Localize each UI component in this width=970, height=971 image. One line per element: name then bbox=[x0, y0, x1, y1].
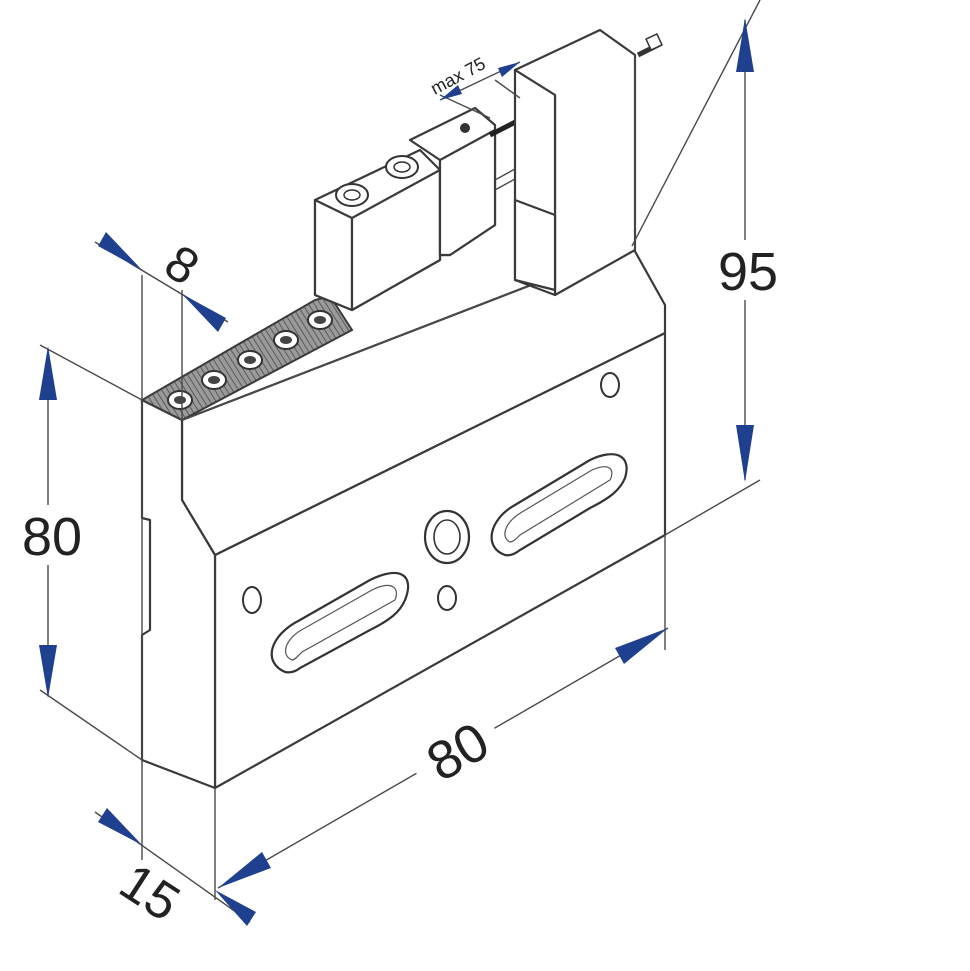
dim-15-label: 15 bbox=[109, 853, 189, 933]
terminal-screw-1 bbox=[167, 390, 193, 410]
small-hole-center bbox=[437, 585, 457, 611]
clamp-block-middle bbox=[408, 106, 537, 257]
dim-95-arrow-top bbox=[736, 18, 754, 72]
dim-15-arrow-left bbox=[98, 808, 142, 845]
dim-80v-arrow-top bbox=[39, 346, 57, 400]
dim-95: 95 bbox=[710, 18, 782, 482]
terminal-screw-2 bbox=[201, 370, 227, 390]
dim-15-arrow-right bbox=[215, 890, 256, 926]
terminal-screws bbox=[167, 310, 333, 410]
dim-8-arrow-right bbox=[182, 294, 226, 332]
dim-8-arrow-left bbox=[98, 232, 142, 270]
dim-80h-arrow-right bbox=[615, 628, 668, 664]
center-boss-hole bbox=[423, 509, 471, 565]
small-hole-upper-right bbox=[600, 372, 620, 398]
dim-80-vertical-label: 80 bbox=[22, 507, 82, 567]
small-holes bbox=[242, 372, 620, 614]
dim-95-label: 95 bbox=[718, 242, 778, 302]
clamp-block-right bbox=[513, 28, 663, 297]
dim-8-label: 8 bbox=[155, 234, 209, 296]
dim-80h-arrow-left bbox=[218, 852, 271, 888]
dim-max-75: max 75 bbox=[427, 53, 521, 101]
terminal-screw-3 bbox=[237, 350, 263, 370]
dim-80-vertical: 80 bbox=[14, 346, 92, 698]
extension-lines bbox=[39, 0, 761, 900]
dim-max75-arrow-left bbox=[440, 85, 462, 100]
dim-15: 15 bbox=[94, 808, 256, 933]
slot-right bbox=[490, 453, 628, 557]
dim-80v-arrow-bottom bbox=[39, 645, 57, 698]
clamp-block-left bbox=[313, 148, 442, 312]
terminal-screw-5 bbox=[307, 310, 333, 330]
dim-max75-arrow-right bbox=[498, 62, 520, 77]
dim-8: 8 bbox=[94, 232, 229, 332]
small-hole-left bbox=[242, 586, 262, 614]
slot-left bbox=[270, 571, 410, 674]
terminal-screw-4 bbox=[273, 330, 299, 350]
dim-95-arrow-bottom bbox=[736, 425, 754, 482]
